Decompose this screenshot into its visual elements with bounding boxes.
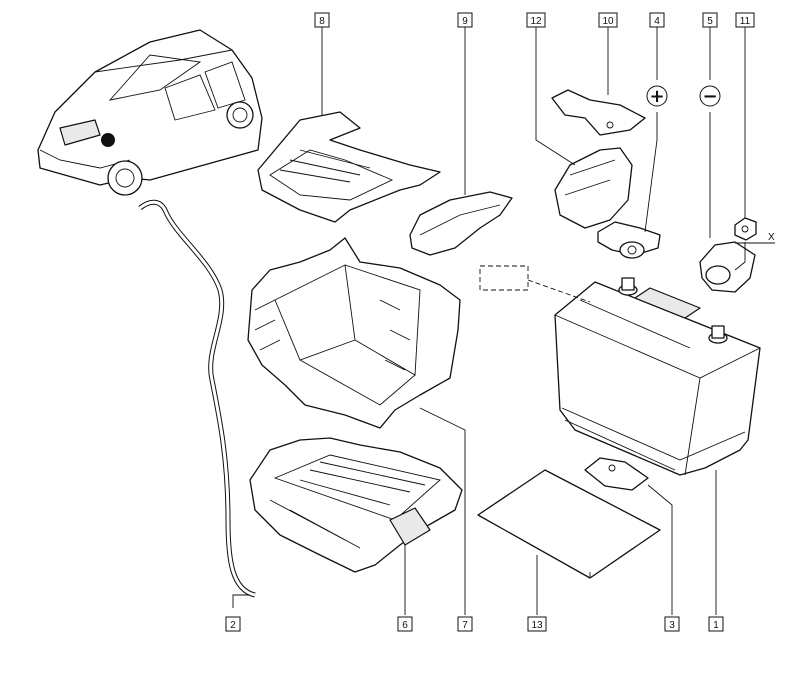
svg-text:+: + (649, 86, 664, 107)
reference-outline (479, 265, 591, 303)
svg-text:7: 7 (462, 620, 468, 631)
axis-x-label: X (768, 232, 775, 243)
callout-7: 7 (457, 616, 473, 632)
part-11-terminal-nut (734, 217, 757, 241)
callout-1: 1 (708, 616, 724, 632)
svg-text:13: 13 (531, 620, 543, 631)
negative-symbol: − (699, 85, 721, 107)
part-8-battery-cover (257, 111, 441, 223)
part-9-terminal-cover (409, 191, 513, 256)
part-1-battery (554, 277, 761, 476)
part-5-negative-terminal (699, 241, 756, 293)
part-7-battery-tray (247, 237, 461, 429)
leader-lines (232, 27, 775, 615)
svg-text:−: − (702, 86, 717, 107)
positive-symbol: + (646, 85, 668, 107)
svg-text:6: 6 (402, 620, 408, 631)
svg-text:1: 1 (713, 620, 719, 631)
svg-text:9: 9 (462, 16, 468, 27)
callout-5: 5 (702, 12, 718, 28)
callout-4: 4 (649, 12, 665, 28)
callout-8: 8 (314, 12, 330, 28)
svg-text:11: 11 (740, 16, 751, 27)
svg-text:8: 8 (319, 16, 325, 27)
callout-6: 6 (397, 616, 413, 632)
part-12-fuse-holder (554, 147, 633, 229)
part-10-cable-lever (551, 89, 646, 136)
callout-3: 3 (664, 616, 680, 632)
vehicle-illustration (37, 29, 263, 196)
callout-10: 10 (598, 12, 618, 28)
part-13-battery-mat (477, 469, 661, 579)
part-2-breather-hose (138, 199, 256, 598)
callout-12: 12 (526, 12, 546, 28)
part-6-battery-base (249, 437, 463, 573)
callout-9: 9 (457, 12, 473, 28)
part-3-hold-down-clamp (584, 457, 649, 491)
svg-text:3: 3 (669, 620, 675, 631)
svg-text:5: 5 (707, 16, 713, 27)
callout-11: 11 (735, 12, 755, 28)
callout-13: 13 (527, 616, 547, 632)
callout-2: 2 (225, 616, 241, 632)
svg-text:4: 4 (654, 16, 660, 27)
svg-text:2: 2 (230, 620, 236, 631)
svg-text:10: 10 (602, 16, 614, 27)
part-4-positive-terminal (597, 221, 661, 259)
svg-text:12: 12 (530, 16, 542, 27)
